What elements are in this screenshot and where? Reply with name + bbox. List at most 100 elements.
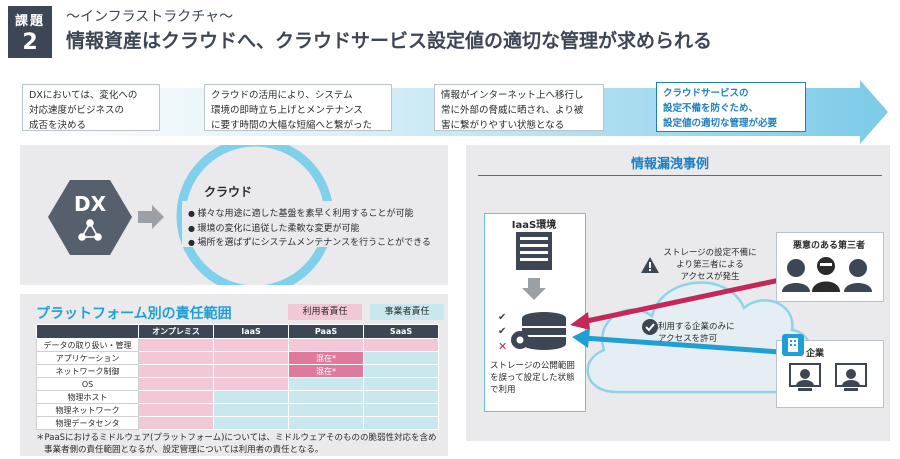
allowed-access-text: 利用する企業のみに アクセスを許可 — [658, 322, 735, 344]
column-header: PaaS — [288, 324, 364, 339]
table-corner — [36, 324, 139, 339]
responsibility-cell — [363, 403, 439, 417]
responsibility-title: プラットフォーム別の責任範囲 — [36, 306, 232, 322]
misconfig-warning: ストレージの設定不備に より第三者による アクセスが発生 — [663, 248, 757, 282]
responsibility-cell — [213, 403, 289, 417]
user-icon — [835, 363, 867, 391]
responsibility-cell — [288, 390, 364, 404]
responsibility-cell — [213, 416, 289, 430]
case-divider — [478, 175, 882, 176]
user-icon — [789, 363, 821, 391]
enterprise-label: 企業 — [806, 349, 825, 359]
down-arrow — [522, 278, 546, 300]
gear-icon — [511, 331, 529, 349]
responsibility-cell: 混在* — [288, 351, 364, 365]
hacker-icon — [812, 257, 840, 292]
hacker-icon — [844, 259, 872, 292]
network-icon — [78, 219, 102, 241]
responsibility-cell — [213, 364, 289, 378]
responsibility-cell — [138, 390, 214, 404]
benefit-item: 場所を選ばずにシステムメンテナンスを行うことができる — [188, 236, 431, 251]
column-header: IaaS — [213, 324, 289, 339]
svg-text:✔: ✔ — [498, 326, 506, 337]
benefit-item: 環境の変化に追従した柔軟な変更が可能 — [188, 222, 431, 237]
responsibility-cell — [138, 403, 214, 417]
database-icon — [522, 312, 566, 350]
table-row: 物理データセンタ — [36, 416, 439, 430]
svg-text:✕: ✕ — [498, 340, 507, 353]
benefit-item: 様々な用途に適した基盤を素早く利用することが可能 — [188, 207, 431, 222]
responsibility-cell — [138, 416, 214, 430]
hacker-group — [782, 257, 872, 292]
table-row: データの取り扱い・管理 — [36, 338, 439, 352]
server-icon — [516, 232, 552, 270]
responsibility-cell — [138, 364, 214, 378]
responsibility-cell — [363, 416, 439, 430]
responsibility-cell — [288, 338, 364, 352]
column-header: オンプレミス — [138, 324, 214, 339]
row-label: アプリケーション — [36, 351, 139, 365]
status-icons — [641, 257, 659, 335]
svg-text:✔: ✔ — [498, 312, 506, 323]
responsibility-cell — [213, 390, 289, 404]
responsibility-cell — [363, 338, 439, 352]
flow-step-1: DXにおいては、変化への 対応速度がビジネスの 成否を決める — [22, 84, 160, 131]
row-label: データの取り扱い・管理 — [36, 338, 139, 352]
responsibility-cell — [288, 416, 364, 430]
responsibility-cell: 混在* — [288, 364, 364, 378]
row-label: ネットワーク制御 — [36, 364, 139, 378]
row-label: 物理ネットワーク — [36, 403, 139, 417]
checklist-icon: ✔ ✔ ✕ — [498, 312, 507, 353]
flow-step-3: 情報がインターネット上へ移行し 常に外部の脅威に晒され、より被 害に繋がりやすい… — [434, 84, 604, 131]
badge-number: 2 — [22, 30, 38, 55]
cloud-title: クラウド — [204, 185, 253, 199]
iaas-icons: ✔ ✔ ✕ — [498, 232, 566, 353]
attack-arrow — [581, 277, 781, 325]
check-icon — [642, 319, 658, 335]
responsibility-cell — [288, 403, 364, 417]
responsibility-cell — [363, 377, 439, 391]
malicious-label: 悪意のある第三者 — [792, 241, 865, 251]
iaas-label: IaaS環境 — [511, 220, 557, 231]
case-diagram — [586, 281, 815, 394]
table-row: 物理ネットワーク — [36, 403, 439, 417]
legend-user: 利用者責任 — [288, 304, 362, 320]
table-row: OS — [36, 377, 439, 391]
table-row: 物理ホスト — [36, 390, 439, 404]
responsibility-cell — [213, 351, 289, 365]
responsibility-cell — [213, 338, 289, 352]
row-label: 物理ホスト — [36, 390, 139, 404]
table-row: ネットワーク制御 混在* — [36, 364, 439, 378]
responsibility-cell — [363, 364, 439, 378]
flow-step-4: クラウドサービスの 設定不備を防ぐため、 設定値の適切な管理が必要 — [656, 82, 806, 132]
legend-operator: 事業者責任 — [370, 304, 444, 320]
column-header: SaaS — [363, 324, 439, 339]
responsibility-cell — [363, 390, 439, 404]
cloud-benefits: 様々な用途に適した基盤を素早く利用することが可能 環境の変化に追従した柔軟な変更… — [188, 207, 431, 251]
badge-label: 課題 — [14, 14, 45, 29]
issue-badge: 課題 2 — [8, 6, 52, 58]
warning-icon — [641, 257, 659, 273]
allow-arrow-head — [572, 328, 590, 348]
allow-arrow — [583, 335, 781, 355]
dx-to-cloud-arrow — [138, 205, 164, 229]
row-label: 物理データセンタ — [36, 416, 139, 430]
page-title: 情報資産はクラウドへ、クラウドサービス設定値の適切な管理が求められる — [66, 30, 713, 52]
flow-step-2: クラウドの活用により、システム 環境の即時立ち上げとメンテナンス に要す時間の大… — [204, 84, 392, 131]
case-title: 情報漏洩事例 — [630, 157, 709, 172]
responsibility-cell — [138, 351, 214, 365]
access-arrows — [570, 277, 781, 355]
page-subtitle: ～インフラストラクチャ～ — [66, 9, 234, 25]
responsibility-cell — [138, 338, 214, 352]
storage-note: ストレージの公開範囲 を誤って設定した状態 で利用 — [490, 361, 575, 395]
row-label: OS — [36, 377, 139, 391]
hacker-icon — [782, 259, 810, 292]
responsibility-cell — [213, 377, 289, 391]
dx-hexagon — [48, 180, 132, 255]
dx-hex-label: DX — [74, 192, 107, 216]
responsibility-cell — [138, 377, 214, 391]
enterprise-users — [789, 363, 867, 391]
responsibility-table: オンプレミス IaaS PaaS SaaS データの取り扱い・管理アプリケーショ… — [36, 324, 439, 430]
attack-arrow-head — [570, 312, 590, 330]
table-row: アプリケーション 混在* — [36, 351, 439, 365]
